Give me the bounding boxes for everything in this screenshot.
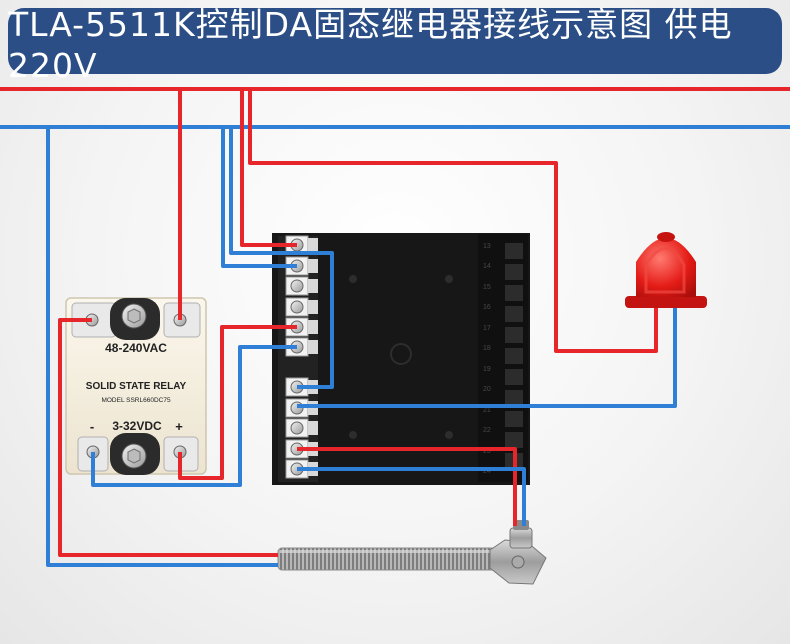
dc-plus-wire [178,325,297,480]
relay-dc-minus-label: - [90,419,94,434]
alarm-return-wire [297,308,677,408]
terminal-number-15: 15 [483,284,491,291]
relay-dc-range-label: 3-32VDC [112,419,162,433]
neutral-wire-to-controller [221,127,297,268]
terminal-number-21: 21 [483,407,491,414]
relay-mount-hole-top [110,298,160,340]
thermocouple-icon [277,520,547,585]
terminal-number-24: 24 [483,468,491,475]
power-bus [0,87,790,129]
relay-model-label: MODEL SSRL660DC75 [101,397,171,404]
relay-ac-voltage-label: 48-240VAC [105,341,167,355]
live-wire-to-alarm [248,89,658,353]
controller-screw-holes [349,275,453,439]
wiring [46,89,677,567]
terminal-number-17: 17 [483,325,491,332]
terminal-number-16: 16 [483,304,491,311]
terminal-number-23: 23 [483,448,491,455]
terminal-number-labels: 13 14 15 16 17 18 19 20 21 22 23 24 [483,243,491,475]
relay-dc-plus-label: + [175,419,183,434]
controller-back-vents [505,243,523,469]
thermocouple-negative-wire [297,467,526,526]
relay-ac-to-probe [58,318,278,557]
controller: 13 14 15 16 17 18 19 20 21 22 23 24 [272,233,530,485]
live-wire-to-controller [240,89,297,247]
terminal-number-14: 14 [483,263,491,270]
neutral-wire-to-terminal7 [229,127,334,389]
neutral-wire-to-probe [46,127,278,567]
terminal-number-20: 20 [483,386,491,393]
terminal-4 [285,297,318,317]
terminal-3 [285,276,318,296]
dc-minus-wire [91,345,297,487]
solid-state-relay: 48-240VAC SOLID STATE RELAY MODEL SSRL66… [65,297,207,475]
terminal-number-22: 22 [483,427,491,434]
terminal-number-13: 13 [483,243,491,250]
terminal-number-18: 18 [483,345,491,352]
relay-name-label: SOLID STATE RELAY [86,381,187,392]
terminal-9 [285,418,318,438]
alarm-light-icon [625,232,707,308]
title-banner: TLA-5511K控制DA固态继电器接线示意图 供电220V [8,5,782,85]
diagram-title: TLA-5511K控制DA固态继电器接线示意图 供电220V [8,4,733,85]
relay-mount-hole-bottom [110,433,160,475]
terminal-number-19: 19 [483,366,491,373]
thermocouple-positive-wire [297,447,517,526]
